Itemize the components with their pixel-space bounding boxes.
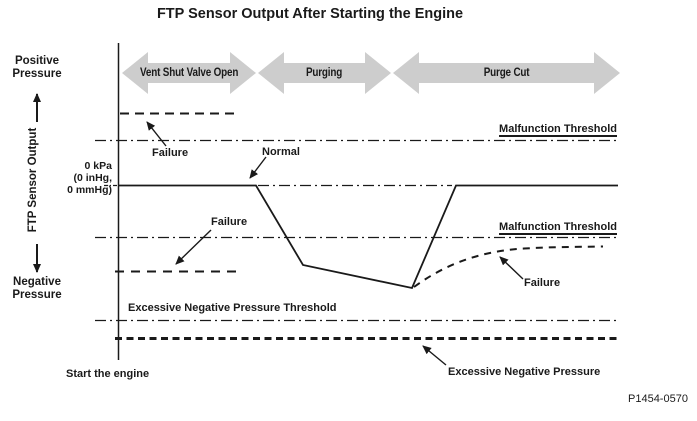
failure-label-top: Failure <box>152 147 189 159</box>
phase-arrow-vent-shut-valve-open <box>122 52 256 94</box>
zero-pressure-label: 0 kPa (0 inHg, 0 mmHg) <box>67 160 112 196</box>
failure-mid-leader-arrow <box>175 229 212 265</box>
failure-curve-right <box>413 245 604 288</box>
normal-label: Normal <box>262 146 300 158</box>
positive-pressure-label: Positive Pressure <box>12 55 62 81</box>
start-the-engine-label: Start the engine <box>66 368 150 380</box>
excessive-negative-pressure-threshold-label: Excessive Negative Pressure Threshold <box>128 302 337 314</box>
phase-label-vent-shut-valve-open: Vent Shut Valve Open <box>122 67 256 79</box>
excessive-negative-pressure-leader-arrow <box>422 345 447 366</box>
negative-pressure-label: Negative Pressure <box>12 276 62 302</box>
phase-label-text: Vent Shut Valve Open <box>139 67 239 79</box>
phase-label-text: Purge Cut <box>483 67 530 79</box>
figure-id: P1454-0570 <box>628 393 688 405</box>
failure-right-leader-arrow <box>499 256 524 280</box>
phase-label-purge-cut: Purge Cut <box>393 67 620 79</box>
phase-label-text: Purging <box>306 67 343 79</box>
failure-label-mid: Failure <box>211 216 248 228</box>
normal-trace <box>118 184 618 290</box>
figure-title: FTP Sensor Output After Starting the Eng… <box>156 6 464 22</box>
malfunction-threshold-label-upper: Malfunction Threshold <box>499 123 617 135</box>
normal-leader-arrow <box>249 156 267 179</box>
phase-arrow-purging <box>258 52 391 94</box>
phase-label-purging: Purging <box>258 67 391 79</box>
phase-arrow-purge-cut <box>393 52 620 94</box>
excessive-negative-pressure-label: Excessive Negative Pressure <box>448 366 601 378</box>
failure-label-right: Failure <box>524 277 561 289</box>
ftp-sensor-output-axis-label: FTP Sensor Output <box>27 127 39 233</box>
malfunction-threshold-label-lower: Malfunction Threshold <box>499 221 617 233</box>
failure-top-leader-arrow <box>146 121 167 147</box>
